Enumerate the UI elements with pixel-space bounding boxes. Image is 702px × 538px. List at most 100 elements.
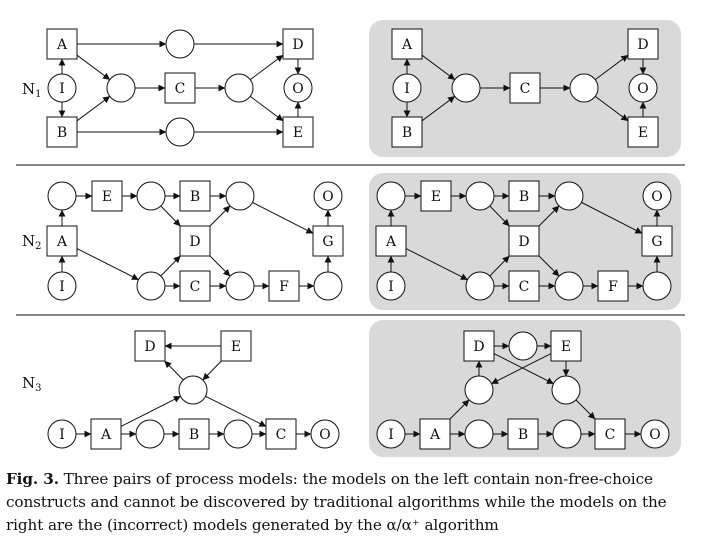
arc-n3-left-A-m bbox=[120, 395, 181, 427]
transition-label-n2-left-B: B bbox=[190, 189, 200, 205]
place-n3-left-O bbox=[310, 419, 340, 449]
arc-n1-left-B-p1 bbox=[76, 95, 111, 122]
transition-label-n3-left-B: B bbox=[189, 427, 199, 443]
transition-n1-left-E bbox=[282, 116, 314, 148]
place-n1-left-O bbox=[283, 73, 313, 103]
transition-label-n1-left-A: A bbox=[56, 37, 68, 53]
transition-n1-left-D bbox=[282, 28, 314, 60]
arc-n2-left-q3-G bbox=[252, 201, 314, 234]
transition-label-n3-right-E: E bbox=[561, 339, 571, 355]
arc-n2-right-q2-D bbox=[489, 205, 510, 227]
arc-n2-right-D-q5 bbox=[538, 255, 560, 277]
transition-label-n2-right-B: B bbox=[519, 189, 529, 205]
transition-n3-right-E bbox=[550, 330, 582, 362]
place-n3-left-r1 bbox=[135, 419, 165, 449]
place-n3-right-m bbox=[508, 331, 538, 361]
transition-label-n3-right-C: C bbox=[605, 427, 616, 443]
place-n2-left-q1 bbox=[47, 181, 77, 211]
place-n2-right-I bbox=[376, 271, 406, 301]
place-n2-left-q2 bbox=[136, 181, 166, 211]
transition-n2-left-E bbox=[91, 180, 123, 212]
transition-n2-right-A bbox=[375, 225, 407, 257]
place-label-n2-right-O: O bbox=[651, 189, 662, 205]
transition-label-n2-left-E: E bbox=[102, 189, 112, 205]
place-n2-left-I bbox=[47, 271, 77, 301]
arc-n3-right-D-s2 bbox=[493, 353, 554, 385]
transition-label-n2-left-G: G bbox=[322, 234, 333, 250]
place-n3-left-I bbox=[47, 419, 77, 449]
place-label-n1-left-O: O bbox=[292, 81, 303, 97]
place-label-n3-right-O: O bbox=[649, 427, 660, 443]
transition-label-n1-right-E: E bbox=[638, 125, 648, 141]
transition-label-n1-left-D: D bbox=[292, 37, 303, 53]
transition-n2-right-B bbox=[508, 180, 540, 212]
transition-label-n2-right-E: E bbox=[431, 189, 441, 205]
transition-label-n2-right-G: G bbox=[651, 234, 662, 250]
arc-n1-left-A-p1 bbox=[76, 54, 111, 81]
arc-n3-right-s2-C bbox=[575, 399, 596, 420]
transition-n3-left-B bbox=[178, 418, 210, 450]
arc-n1-right-B-p1 bbox=[421, 95, 456, 122]
arc-n3-right-A-s1 bbox=[449, 399, 470, 420]
transition-n1-left-C bbox=[164, 72, 196, 104]
place-n3-right-I bbox=[376, 419, 406, 449]
transition-label-n2-right-D: D bbox=[518, 234, 529, 250]
arc-n2-right-A-q4 bbox=[405, 248, 468, 281]
place-n3-right-r2 bbox=[552, 419, 582, 449]
row-label-n3: N3 bbox=[22, 374, 42, 394]
transition-label-n2-right-F: F bbox=[608, 279, 618, 295]
transition-n1-right-E bbox=[627, 116, 659, 148]
caption-line-1: Fig. 3. Three pairs of process models: t… bbox=[6, 470, 653, 488]
transition-n2-right-F bbox=[597, 270, 629, 302]
transition-n1-left-B bbox=[46, 116, 78, 148]
transition-n2-left-F bbox=[268, 270, 300, 302]
figure-caption: Fig. 3. Three pairs of process models: t… bbox=[6, 468, 696, 537]
transition-n2-right-G bbox=[641, 225, 673, 257]
arc-n1-left-p2-D bbox=[249, 54, 284, 81]
place-label-n3-right-I: I bbox=[388, 427, 394, 443]
transition-n2-left-B bbox=[179, 180, 211, 212]
row-label-n1: N1 bbox=[22, 80, 42, 100]
transition-label-n2-left-F: F bbox=[279, 279, 289, 295]
arc-n1-left-p2-E bbox=[249, 95, 284, 122]
place-n1-left-p1 bbox=[106, 73, 136, 103]
transition-label-n2-right-C: C bbox=[519, 279, 530, 295]
transition-n1-right-B bbox=[391, 116, 423, 148]
transition-label-n1-right-D: D bbox=[637, 37, 648, 53]
arc-n3-left-m-C bbox=[205, 395, 267, 427]
transition-n1-right-D bbox=[627, 28, 659, 60]
transition-label-n2-left-A: A bbox=[56, 234, 68, 250]
caption-label: Fig. 3. bbox=[6, 470, 59, 488]
place-label-n2-left-O: O bbox=[322, 189, 333, 205]
place-n2-left-q4 bbox=[136, 271, 166, 301]
transition-n3-left-E bbox=[220, 330, 252, 362]
caption-line-2: constructs and cannot be discovered by t… bbox=[6, 493, 667, 511]
place-n3-right-s1 bbox=[464, 375, 494, 405]
transition-label-n1-right-C: C bbox=[520, 81, 531, 97]
transition-label-n3-right-D: D bbox=[473, 339, 484, 355]
place-n2-left-O bbox=[313, 181, 343, 211]
arc-n3-left-m-D bbox=[164, 360, 184, 381]
transition-n3-right-D bbox=[463, 330, 495, 362]
place-n2-right-q4 bbox=[465, 271, 495, 301]
transition-label-n3-left-C: C bbox=[276, 427, 287, 443]
arc-n2-right-D-q3 bbox=[538, 205, 560, 227]
arc-n2-left-D-q3 bbox=[209, 205, 231, 227]
arc-n2-left-A-q4 bbox=[76, 248, 139, 281]
place-n2-left-q3 bbox=[225, 181, 255, 211]
place-n2-right-q2 bbox=[465, 181, 495, 211]
transition-label-n1-right-A: A bbox=[401, 37, 413, 53]
arc-n1-right-A-p1 bbox=[421, 54, 456, 81]
place-n2-right-q6 bbox=[642, 271, 672, 301]
arc-n2-left-D-q5 bbox=[209, 255, 231, 277]
transition-label-n2-left-D: D bbox=[189, 234, 200, 250]
place-n1-left-pt bbox=[165, 29, 195, 59]
place-label-n3-left-I: I bbox=[59, 427, 65, 443]
transition-label-n3-right-A: A bbox=[429, 427, 441, 443]
transition-label-n1-left-C: C bbox=[175, 81, 186, 97]
place-n1-right-p1 bbox=[451, 73, 481, 103]
transition-label-n1-right-B: B bbox=[402, 125, 412, 141]
transition-label-n3-left-E: E bbox=[231, 339, 241, 355]
place-n2-right-q3 bbox=[554, 181, 584, 211]
